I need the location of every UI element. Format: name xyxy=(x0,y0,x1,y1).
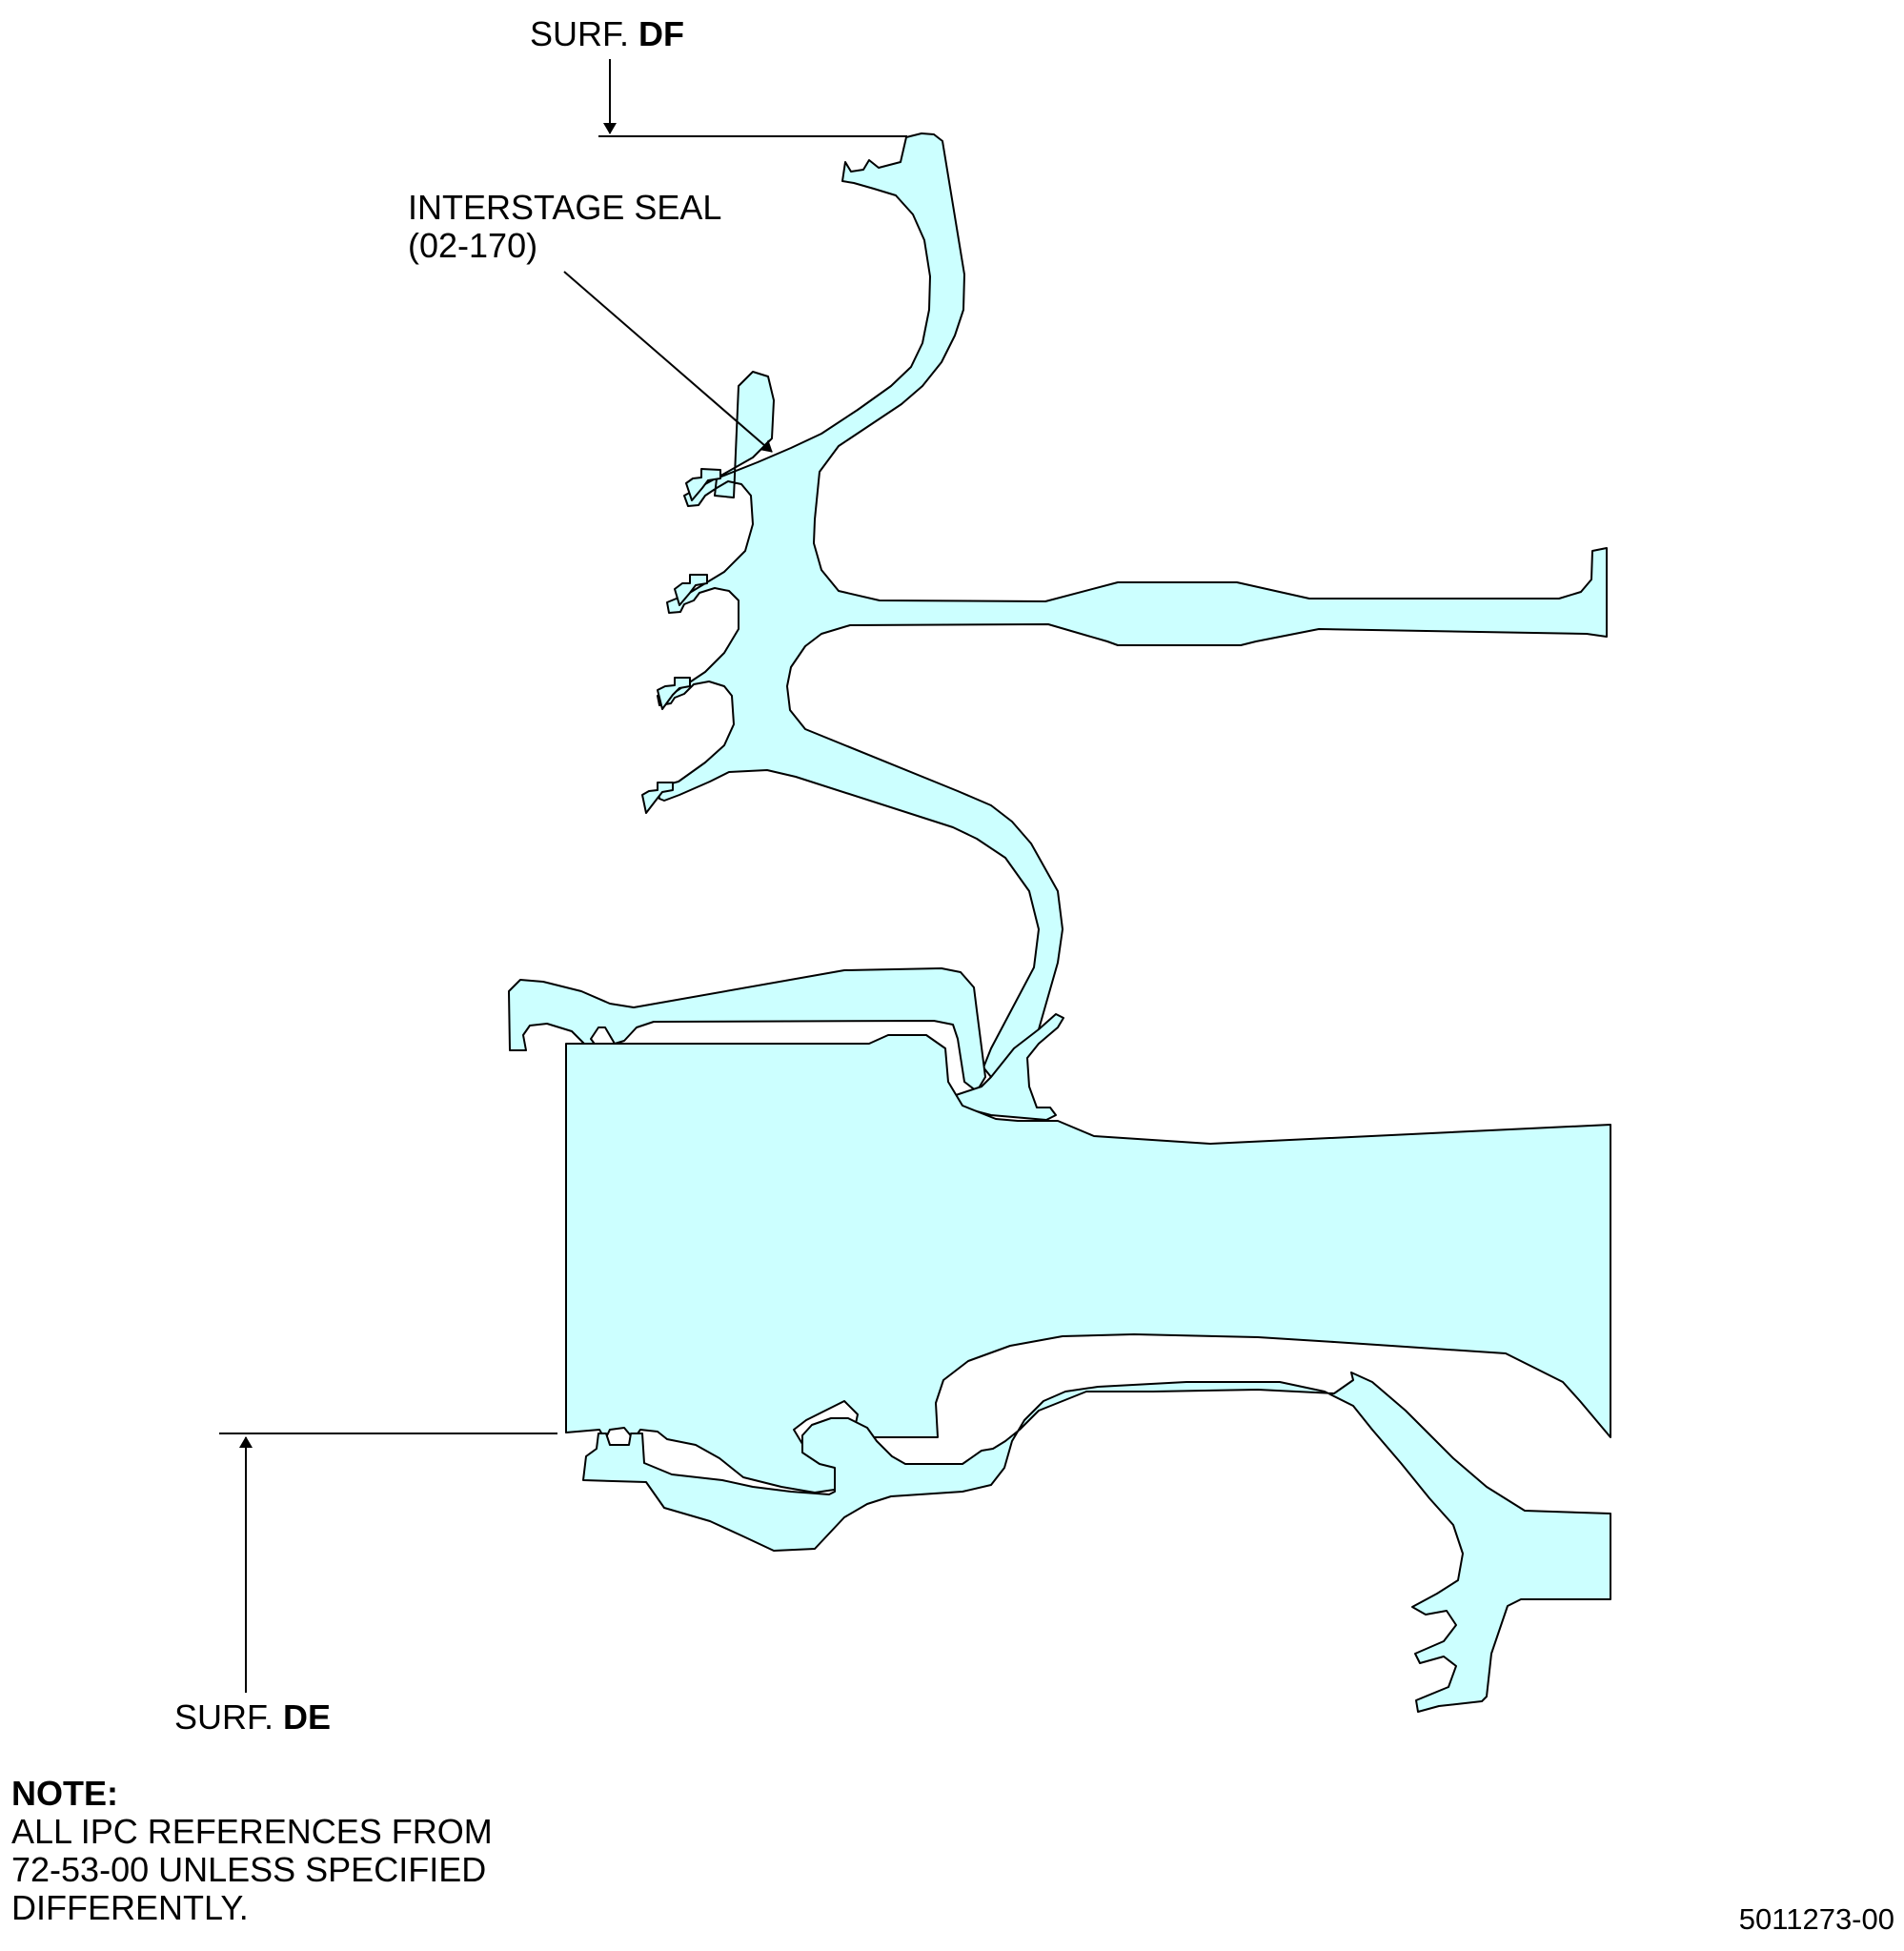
surf-df-reference xyxy=(598,59,907,137)
note-line-3: DIFFERENTLY. xyxy=(11,1888,249,1927)
seal-tooth-3 xyxy=(657,677,691,710)
surf-df-code: DF xyxy=(638,14,685,53)
part-name: INTERSTAGE SEAL xyxy=(408,188,722,227)
interstage-seal-leader xyxy=(563,271,773,453)
seal-tooth-2 xyxy=(674,574,708,606)
disk-body xyxy=(565,1034,1611,1494)
note-block: NOTE: ALL IPC REFERENCES FROM 72-53-00 U… xyxy=(11,1775,493,1927)
note-title: NOTE: xyxy=(11,1774,118,1813)
surf-de-label: SURF. DE xyxy=(174,1698,331,1737)
surf-de-prefix: SURF. xyxy=(174,1697,274,1737)
note-line-2: 72-53-00 UNLESS SPECIFIED xyxy=(11,1850,487,1889)
surf-df-label: SURF. DF xyxy=(530,15,684,53)
seal-upper-arm xyxy=(657,132,1608,1078)
part-ref: (02-170) xyxy=(408,226,538,265)
document-number: 5011273-00 xyxy=(1738,1902,1894,1936)
seal-tooth-4 xyxy=(641,782,674,814)
seal-tooth-1 xyxy=(685,468,721,501)
upper-flange xyxy=(508,967,986,1092)
spring-finger xyxy=(952,1013,1064,1121)
interstage-seal-section xyxy=(508,132,1611,1713)
note-line-1: ALL IPC REFERENCES FROM xyxy=(11,1812,493,1851)
interstage-seal-label: INTERSTAGE SEAL (02-170) xyxy=(408,189,721,265)
surf-de-reference xyxy=(219,1433,557,1693)
surf-de-code: DE xyxy=(283,1697,332,1737)
lower-flange xyxy=(582,1372,1611,1713)
surf-df-prefix: SURF. xyxy=(530,14,630,53)
